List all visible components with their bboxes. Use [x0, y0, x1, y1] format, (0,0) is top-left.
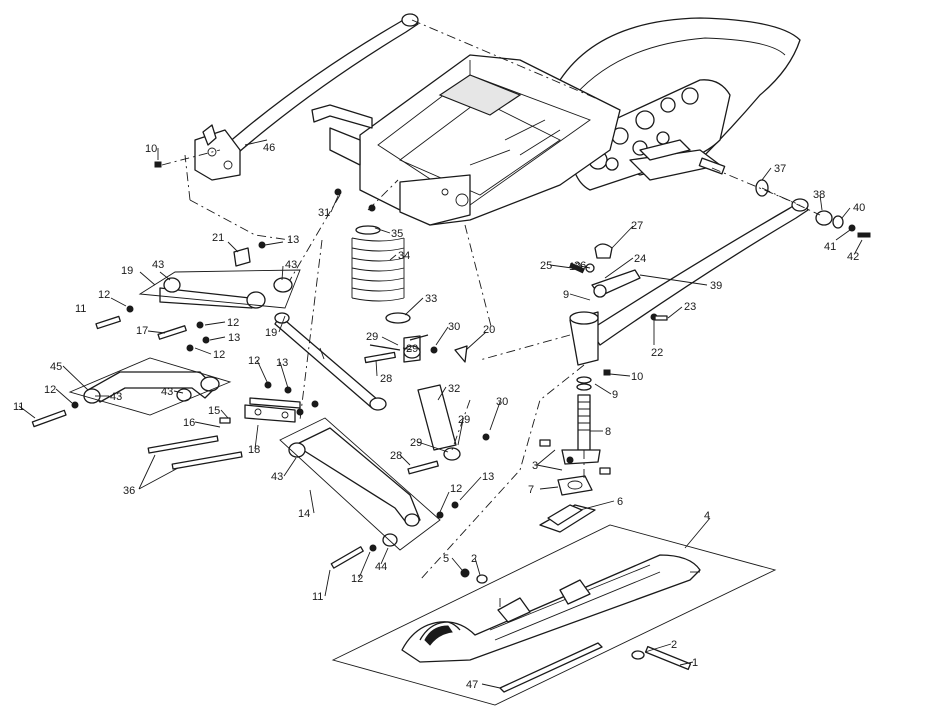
callout-12: 12 [351, 573, 363, 585]
callout-43: 44 [375, 561, 387, 573]
assembly-lines [161, 19, 821, 610]
callout-29: 29 [410, 437, 422, 449]
leader-lines [18, 139, 863, 689]
callout-39: 39 [710, 280, 722, 292]
callout-46: 47 [466, 679, 478, 691]
callout-26: 26 [574, 260, 586, 272]
callout-23: 23 [684, 301, 696, 313]
callout-28: 28 [380, 373, 392, 385]
callout-11: 11 [13, 401, 24, 413]
callout-8: 8 [605, 426, 611, 438]
callout-35: 35 [391, 228, 403, 240]
callout-14: 14 [298, 508, 310, 520]
callout-4: 4 [704, 510, 710, 522]
callout-12: 12 [248, 355, 260, 367]
callout-6: 6 [617, 496, 623, 508]
link-plate-18 [244, 397, 301, 423]
spindle-assembly [539, 243, 641, 533]
callout-18: 18 [248, 444, 260, 456]
callout-22: 22 [651, 347, 663, 359]
frame-assembly [311, 17, 801, 226]
callout-12: 12 [98, 289, 110, 301]
tie-rod-19 [274, 312, 387, 411]
callout-13: 13 [228, 332, 240, 344]
trailing-arm-left [194, 13, 419, 181]
callout-32: 32 [448, 383, 460, 395]
callout-labels: 1 2 2 3 4 5 6 7 8 9 9 10 10 11 11 11 12 … [13, 142, 865, 691]
callout-13: 13 [482, 471, 494, 483]
callout-17: 17 [136, 325, 148, 337]
callout-16: 16 [183, 417, 195, 429]
callout-11: 11 [75, 303, 86, 315]
callout-29: 29 [366, 331, 378, 343]
callout-12: 12 [227, 317, 239, 329]
callout-20: 20 [483, 324, 495, 336]
callout-19: 19 [121, 265, 133, 277]
callout-43: 43 [152, 259, 164, 271]
lower-arm-14 [279, 417, 441, 551]
callout-38: 38 [813, 189, 825, 201]
callout-43: 43 [285, 259, 297, 271]
trailing-arm-right [589, 198, 809, 346]
callout-44: 45 [50, 361, 62, 373]
callout-9: 9 [563, 289, 569, 301]
callout-10: 10 [631, 371, 643, 383]
upper-a-arm [138, 247, 301, 309]
callout-12: 12 [569, 261, 581, 273]
callout-12: 12 [213, 349, 225, 361]
callout-2: 2 [671, 639, 677, 651]
callout-29: 29 [406, 343, 418, 355]
callout-42: 42 [847, 251, 859, 263]
callout-5: 5 [443, 553, 449, 565]
callout-36: 36 [123, 485, 135, 497]
callout-43: 43 [271, 471, 283, 483]
callout-37: 37 [774, 163, 786, 175]
callout-1: 1 [692, 657, 698, 669]
hardware-bolts [31, 161, 871, 569]
callout-15: 15 [208, 405, 220, 417]
callout-19: 19 [265, 327, 277, 339]
callout-43: 43 [110, 391, 122, 403]
callout-27: 27 [631, 220, 643, 232]
callout-7: 7 [528, 484, 534, 496]
callout-13: 13 [287, 234, 299, 246]
callout-41: 41 [824, 241, 836, 253]
callout-12: 12 [44, 384, 56, 396]
callout-29: 29 [458, 414, 470, 426]
callout-31: 31 [318, 207, 330, 219]
callout-12: 12 [450, 483, 462, 495]
callout-30: 30 [448, 321, 460, 333]
callout-28: 28 [390, 450, 402, 462]
ski-assembly [331, 524, 777, 706]
callout-10: 10 [145, 143, 157, 155]
callout-45: 46 [263, 142, 275, 154]
callout-30: 30 [496, 396, 508, 408]
callout-33: 33 [425, 293, 437, 305]
callout-2: 2 [471, 553, 477, 565]
callout-21: 21 [212, 232, 224, 244]
callout-34: 34 [398, 250, 410, 262]
callout-13: 13 [276, 357, 288, 369]
callout-9: 9 [612, 389, 618, 401]
callout-24: 24 [634, 253, 646, 265]
lower-a-arm-44 [68, 357, 232, 416]
callout-40: 40 [853, 202, 865, 214]
callout-11: 11 [312, 591, 323, 603]
callout-25: 25 [540, 260, 552, 272]
callout-43: 43 [161, 386, 173, 398]
callout-3: 3 [532, 460, 538, 472]
